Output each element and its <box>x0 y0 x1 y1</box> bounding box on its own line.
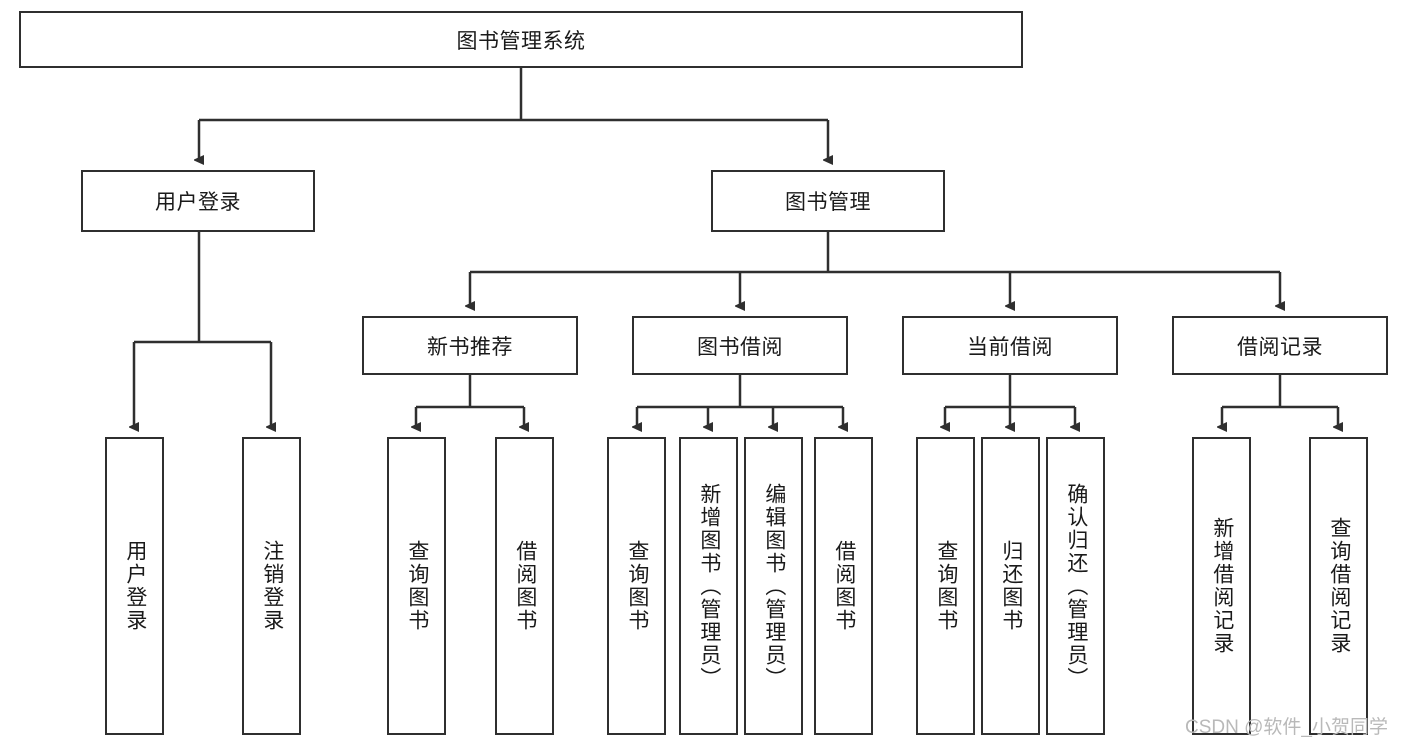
node-label: 新增借阅记录 <box>1210 517 1234 655</box>
node-label: 借阅图书 <box>513 540 537 632</box>
node-leaf-query-book-3[interactable]: 查询图书 <box>916 437 975 735</box>
node-leaf-borrow-book-2[interactable]: 借阅图书 <box>814 437 873 735</box>
node-new-book-recommend[interactable]: 新书推荐 <box>362 316 578 375</box>
node-label: 新书推荐 <box>427 335 513 359</box>
node-leaf-user-login[interactable]: 用户登录 <box>105 437 164 735</box>
node-label: 用户登录 <box>123 540 147 632</box>
node-leaf-borrow-book-1[interactable]: 借阅图书 <box>495 437 554 735</box>
node-leaf-query-book-2[interactable]: 查询图书 <box>607 437 666 735</box>
node-label: 借阅图书 <box>832 540 856 632</box>
node-current-borrow[interactable]: 当前借阅 <box>902 316 1118 375</box>
node-book-borrow[interactable]: 图书借阅 <box>632 316 848 375</box>
node-leaf-query-record[interactable]: 查询借阅记录 <box>1309 437 1368 735</box>
node-label: 图书借阅 <box>697 335 783 359</box>
node-label: 归还图书 <box>999 540 1023 632</box>
node-leaf-add-record[interactable]: 新增借阅记录 <box>1192 437 1251 735</box>
node-label: 查询图书 <box>934 540 958 632</box>
node-book-management[interactable]: 图书管理 <box>711 170 945 232</box>
node-label: 借阅记录 <box>1237 335 1323 359</box>
node-root-system[interactable]: 图书管理系统 <box>19 11 1023 68</box>
node-label: 用户登录 <box>155 191 241 214</box>
node-label: 图书管理系统 <box>456 29 586 53</box>
node-leaf-confirm-return[interactable]: 确认归还（管理员） <box>1046 437 1105 735</box>
node-label: 图书管理 <box>785 191 871 214</box>
node-leaf-query-book-1[interactable]: 查询图书 <box>387 437 446 735</box>
node-leaf-add-book[interactable]: 新增图书（管理员） <box>679 437 738 735</box>
node-label: 确认归还（管理员） <box>1064 482 1088 690</box>
node-leaf-logout-login[interactable]: 注销登录 <box>242 437 301 735</box>
node-label: 注销登录 <box>260 540 284 632</box>
csdn-watermark: CSDN @软件_小贺同学 <box>1185 717 1388 738</box>
node-user-login[interactable]: 用户登录 <box>81 170 315 232</box>
node-label: 编辑图书（管理员） <box>762 482 786 690</box>
node-leaf-return-book[interactable]: 归还图书 <box>981 437 1040 735</box>
node-borrow-record[interactable]: 借阅记录 <box>1172 316 1388 375</box>
node-leaf-edit-book[interactable]: 编辑图书（管理员） <box>744 437 803 735</box>
node-label: 新增图书（管理员） <box>697 482 721 690</box>
node-label: 当前借阅 <box>967 335 1053 359</box>
node-label: 查询图书 <box>625 540 649 632</box>
node-label: 查询图书 <box>405 540 429 632</box>
node-label: 查询借阅记录 <box>1327 517 1351 655</box>
